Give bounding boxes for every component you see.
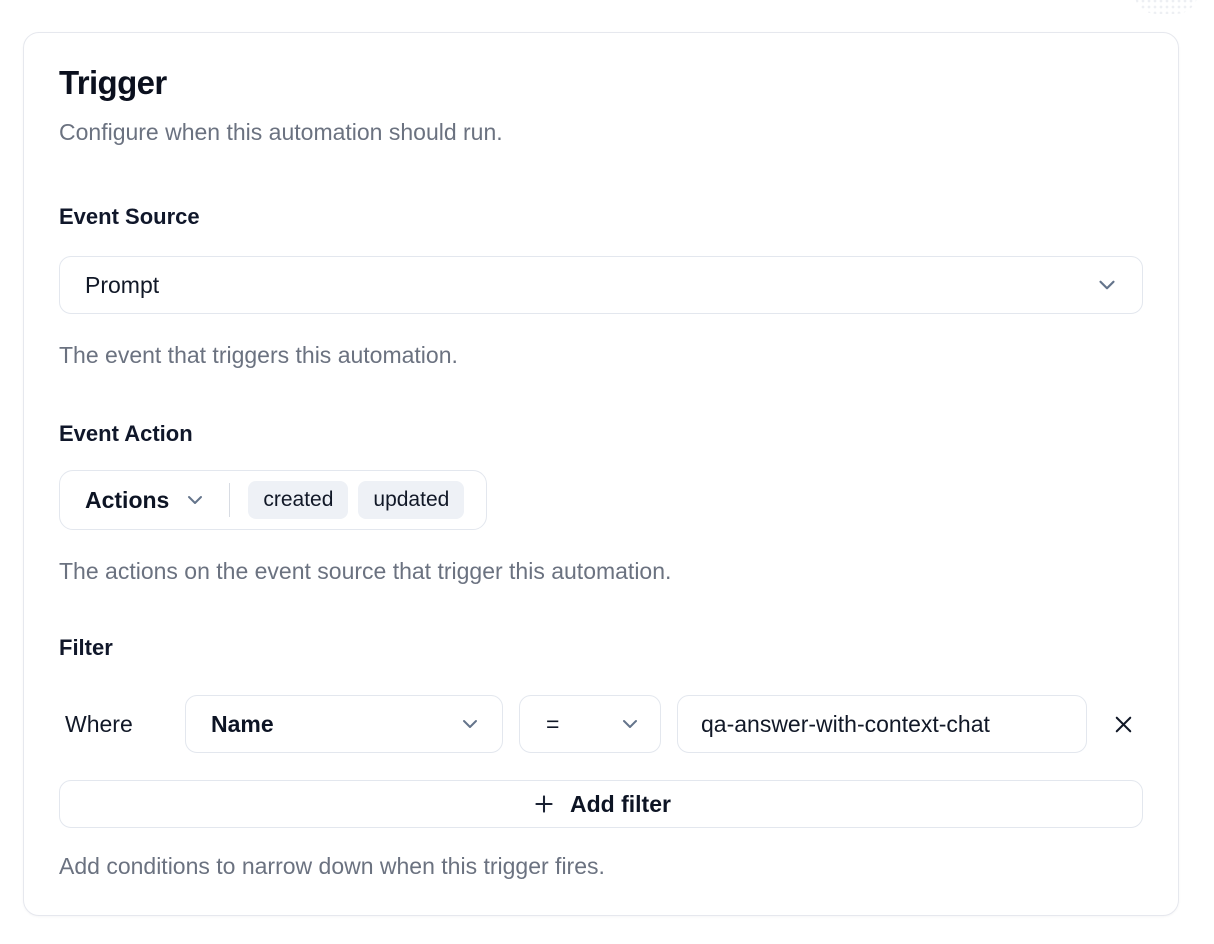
filter-field-select[interactable]: Name: [185, 695, 503, 753]
close-icon: [1110, 711, 1137, 738]
event-source-helper: The event that triggers this automation.: [59, 342, 458, 368]
chevron-down-icon: [1094, 272, 1120, 298]
filter-row: Where Name =: [59, 695, 1143, 753]
page-title: Trigger: [59, 64, 167, 101]
event-action-label: Event Action: [59, 421, 193, 446]
filter-label: Filter: [59, 635, 113, 660]
trigger-card: Trigger Configure when this automation s…: [23, 32, 1179, 916]
event-source-select[interactable]: Prompt: [59, 256, 1143, 314]
action-chip-updated[interactable]: updated: [358, 481, 465, 519]
add-filter-button[interactable]: Add filter: [59, 780, 1143, 828]
add-filter-button-label: Add filter: [570, 790, 671, 817]
plus-icon: [531, 791, 557, 817]
filter-value-input[interactable]: [677, 695, 1087, 753]
actions-dropdown-label: Actions: [85, 486, 170, 513]
chevron-down-icon: [618, 712, 642, 736]
filter-operator-select[interactable]: =: [519, 695, 661, 753]
filter-field-selected-value: Name: [211, 710, 274, 737]
event-source-label: Event Source: [59, 204, 200, 229]
filter-operator-selected-value: =: [546, 710, 560, 737]
event-action-control: Actions created updated: [59, 470, 488, 530]
action-chips: created updated: [248, 481, 465, 519]
page-subtitle: Configure when this automation should ru…: [59, 119, 503, 145]
event-action-helper: The actions on the event source that tri…: [59, 558, 672, 584]
divider: [229, 483, 231, 517]
action-chip-created[interactable]: created: [248, 481, 349, 519]
event-source-selected-value: Prompt: [85, 271, 160, 298]
chevron-down-icon: [458, 712, 482, 736]
filter-helper: Add conditions to narrow down when this …: [59, 853, 605, 879]
actions-dropdown[interactable]: Actions: [85, 487, 207, 514]
corner-artifact: [1134, 0, 1198, 14]
chevron-down-icon: [183, 488, 207, 512]
where-label: Where: [65, 710, 133, 737]
remove-filter-button[interactable]: [1103, 704, 1143, 744]
